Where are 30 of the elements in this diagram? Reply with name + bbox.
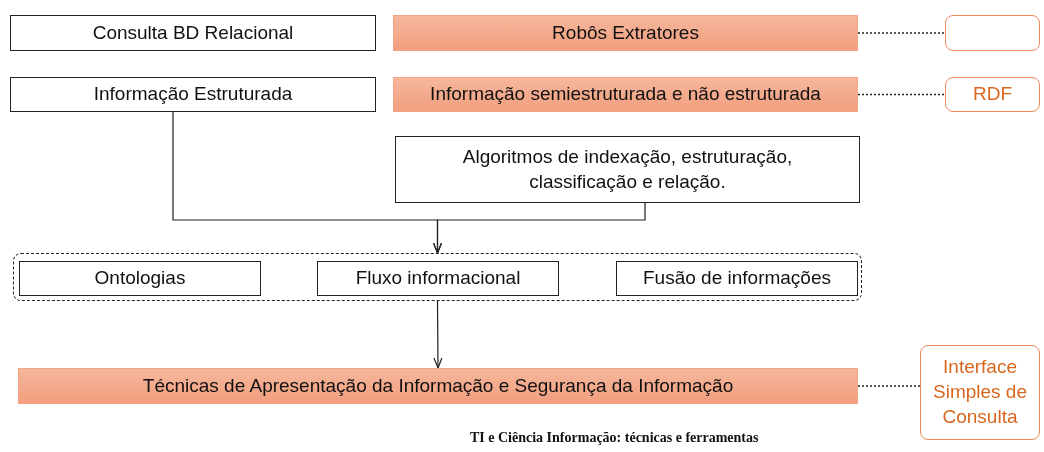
tool-box [945,15,1040,51]
process-box [19,261,261,296]
dotted-connector [857,32,946,34]
box-label: Consulta BD Relacional [92,20,294,45]
box-label: RDF [972,82,1013,107]
box-label: Informação semiestruturada e não estruturada [430,82,821,107]
box-label: Interface Simples de Consulta [932,355,1028,429]
box-label: Informação Estruturada [93,82,293,107]
box-label: Fluxo informacional [355,266,521,291]
process-box [10,15,376,51]
tool-box [945,77,1040,112]
dashed-group-box [13,253,862,301]
highlighted-box [18,368,858,404]
arrow [432,202,646,254]
box-label: Técnicas de Apresentação da Informação e Segurança da Informação [142,373,734,398]
box-label: Algoritmos de indexação, estruturação, classificação e relação. [462,144,793,194]
process-box [616,261,858,296]
caption: TI e Ciência Informação: técnicas e ferramentas [470,430,759,446]
box-label: Fusão de informações [643,266,831,291]
highlighted-box [393,15,858,51]
process-box [317,261,559,296]
highlighted-box [393,77,858,112]
dotted-connector [857,385,921,387]
process-box [395,136,860,203]
box-label: Robôs Extratores [552,20,699,45]
arrow [433,300,443,369]
tool-box [920,345,1040,440]
process-box [10,77,376,112]
box-label: Ontologias [94,266,186,291]
dotted-connector [857,93,946,96]
